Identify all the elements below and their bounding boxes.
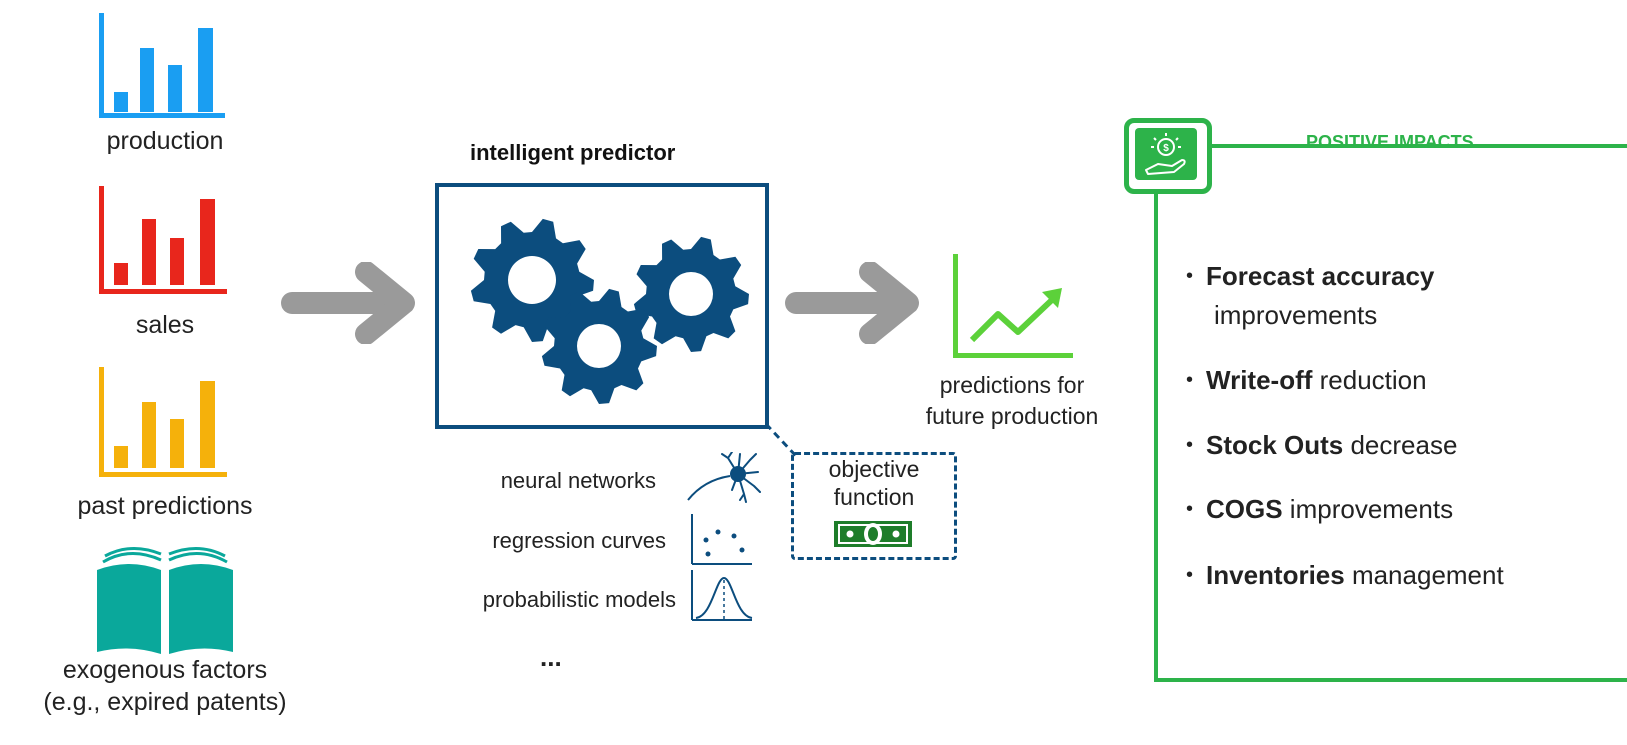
impact-item: •Forecast accuracy bbox=[1186, 261, 1435, 291]
past-predictions-label: past predictions bbox=[77, 492, 253, 520]
input-arrow-icon bbox=[281, 262, 415, 344]
neuron-icon bbox=[687, 452, 761, 503]
impact-item: •Write-off reduction bbox=[1186, 365, 1427, 395]
output-label-line2: future production bbox=[925, 403, 1099, 429]
money-bill-icon bbox=[834, 521, 912, 547]
objective-label-line2: function bbox=[833, 484, 915, 510]
impact-item: •Stock Outs decrease bbox=[1186, 430, 1458, 460]
predictor-box bbox=[435, 183, 769, 429]
method-neural-networks-label: neural networks bbox=[500, 468, 656, 493]
sales-chart-icon bbox=[99, 186, 227, 294]
impact-item-continuation: improvements bbox=[1214, 300, 1378, 330]
impact-item-rest: reduction bbox=[1312, 365, 1427, 395]
production-label: production bbox=[106, 127, 224, 155]
impact-item: •Inventories management bbox=[1186, 560, 1504, 590]
impacts-panel bbox=[1154, 144, 1627, 682]
method-regression-curves-label: regression curves bbox=[492, 528, 666, 553]
gear-icon bbox=[470, 218, 594, 342]
bell-curve-icon bbox=[691, 570, 753, 621]
impact-item: •COGS improvements bbox=[1186, 494, 1454, 524]
scatter-plot-icon bbox=[691, 514, 752, 565]
hand-lightbulb-dollar-icon: $ bbox=[1145, 133, 1186, 175]
objective-label-line1: objective bbox=[828, 456, 920, 482]
impact-item-rest: decrease bbox=[1343, 430, 1458, 460]
exogenous-factors-label-line1: exogenous factors bbox=[62, 656, 268, 684]
book-icon bbox=[97, 547, 233, 654]
impact-item-bold: Stock Outs bbox=[1206, 430, 1344, 460]
exogenous-factors-label-line2: (e.g., expired patents) bbox=[43, 688, 287, 716]
gear-icon bbox=[633, 236, 749, 352]
impact-item-rest: improvements bbox=[1282, 494, 1454, 524]
impact-item-bold: Forecast accuracy bbox=[1206, 261, 1435, 291]
growth-chart-icon bbox=[953, 254, 1073, 358]
objective-function-box bbox=[791, 452, 957, 560]
impact-item-bold: Inventories bbox=[1206, 560, 1345, 590]
more-methods-ellipsis: ... bbox=[540, 642, 562, 672]
gears-icon bbox=[470, 218, 749, 404]
impact-item-bold: Write-off bbox=[1206, 365, 1313, 395]
svg-text:$: $ bbox=[1163, 143, 1169, 154]
method-probabilistic-models-label: probabilistic models bbox=[482, 587, 676, 612]
impact-item-bold: COGS bbox=[1206, 494, 1283, 524]
output-label-line1: predictions for bbox=[939, 372, 1085, 398]
impact-item-rest: management bbox=[1344, 560, 1504, 590]
sales-label: sales bbox=[135, 311, 195, 339]
objective-connector bbox=[764, 422, 798, 458]
past-predictions-chart-icon bbox=[99, 367, 227, 477]
gear-icon bbox=[541, 288, 657, 404]
output-arrow-icon bbox=[785, 262, 919, 344]
production-chart-icon bbox=[99, 13, 225, 118]
predictor-title: intelligent predictor bbox=[470, 140, 676, 165]
impacts-title: POSITIVE IMPACTS bbox=[1306, 132, 1474, 152]
